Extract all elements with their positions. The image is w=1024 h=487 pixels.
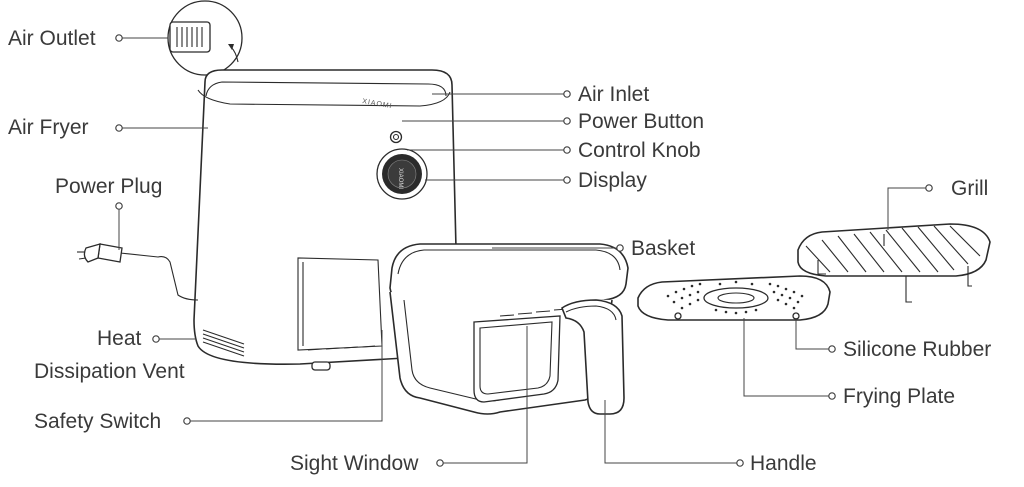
basket-graphic (389, 243, 629, 415)
label-handle: Handle (750, 452, 817, 475)
label-grill: Grill (951, 177, 988, 200)
frying-plate-graphic (637, 275, 831, 321)
control-knob-graphic: XIAOMI (376, 148, 428, 200)
label-sight-window: Sight Window (290, 452, 419, 475)
air-outlet-inset (167, 0, 243, 76)
label-safety-switch: Safety Switch (34, 410, 161, 433)
label-air-inlet: Air Inlet (578, 83, 649, 106)
label-silicone-rubber: Silicone Rubber (843, 338, 991, 361)
label-basket: Basket (631, 237, 695, 260)
label-heat-vent-line1: Heat (97, 327, 142, 350)
label-display: Display (578, 169, 647, 192)
label-air-fryer: Air Fryer (8, 116, 89, 139)
heat-vent-slots (202, 329, 245, 357)
label-frying-plate: Frying Plate (843, 385, 955, 408)
grill-graphic (797, 223, 991, 303)
knob-brand-mark: XIAOMI (397, 168, 403, 189)
label-air-outlet: Air Outlet (8, 27, 96, 50)
label-control-knob: Control Knob (578, 139, 701, 162)
labels: Air Outlet Air Fryer Power Plug Heat Dis… (8, 27, 991, 475)
label-power-plug: Power Plug (55, 175, 162, 198)
power-plug-graphic (77, 243, 199, 301)
power-button-graphic (389, 130, 403, 144)
label-power-button: Power Button (578, 110, 704, 133)
label-heat-vent-line2: Dissipation Vent (34, 360, 185, 383)
leader-lines (115, 34, 933, 467)
